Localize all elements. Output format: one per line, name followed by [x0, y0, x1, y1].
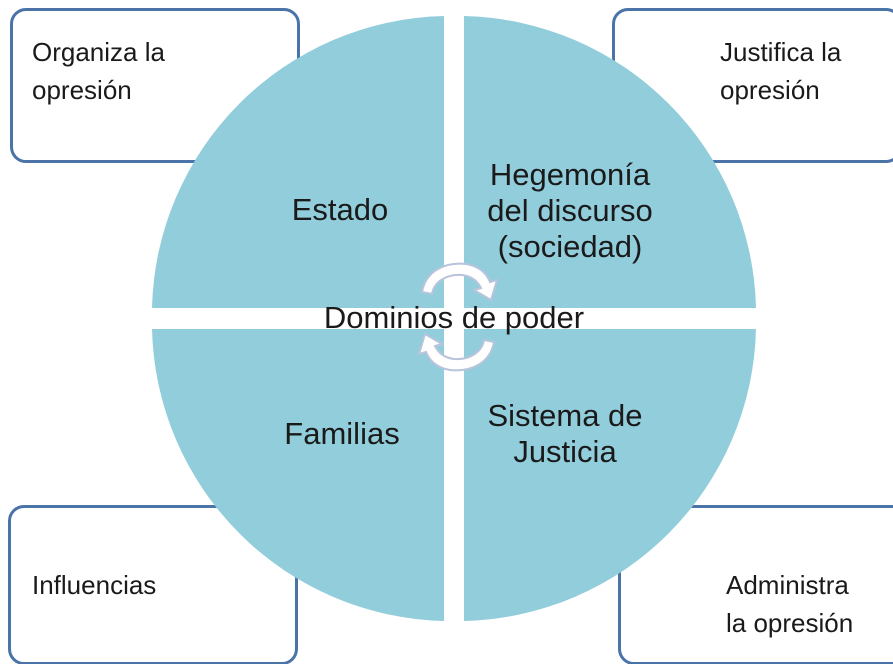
box-bottom-left	[8, 505, 298, 664]
circular-arrows-icon	[417, 262, 499, 372]
quadrant-bottom-left-label: Familias	[284, 416, 400, 451]
quadrant-bottom-right	[464, 329, 756, 621]
quadrant-bottom-right-label: Sistema de Justicia	[487, 398, 643, 469]
box-top-left	[10, 8, 300, 163]
quadrant-bottom-left	[152, 329, 444, 621]
center-label: Dominios de poder	[323, 300, 585, 335]
box-top-left-text: Organiza la opresión	[32, 37, 165, 105]
quadrant-top-left-label: Estado	[291, 192, 389, 227]
box-top-right-text: Justifica la opresión	[720, 37, 842, 105]
quadrant-top-left	[152, 16, 444, 308]
quadrant-top-right-label: Hegemonía del discurso (sociedad)	[487, 157, 653, 264]
quadrant-top-right	[464, 16, 756, 308]
box-bottom-right-text: Administra la opresión	[726, 570, 854, 638]
box-bottom-left-text: Influencias	[32, 570, 157, 600]
